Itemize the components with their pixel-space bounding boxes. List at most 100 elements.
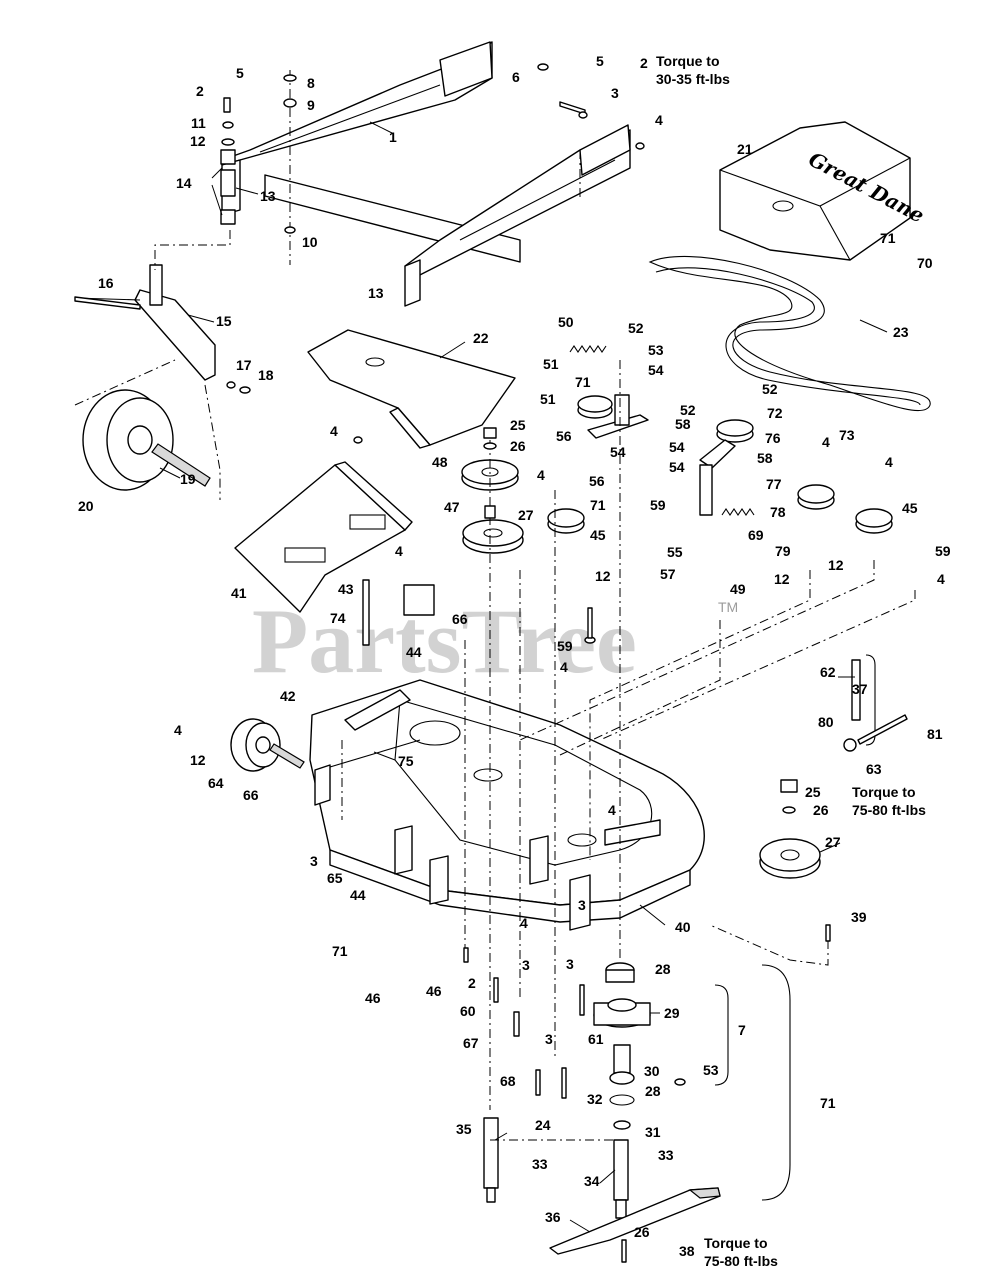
deck-cover: Great Dane [719, 121, 928, 261]
callout: 12 [595, 568, 611, 584]
callout: 52 [762, 381, 778, 397]
callout: 35 [456, 1121, 472, 1137]
callout: 47 [444, 499, 460, 515]
callout: 18 [258, 367, 274, 383]
callout: 81 [927, 726, 943, 742]
callout: 7 [738, 1022, 746, 1038]
callout: 32 [587, 1091, 603, 1107]
callout: 4 [822, 434, 830, 450]
callout: 33 [532, 1156, 548, 1172]
callout: 34 [584, 1173, 600, 1189]
callout: 56 [556, 428, 572, 444]
callout: 37 [852, 681, 868, 697]
callout: 3 [522, 957, 530, 973]
callout: 64 [208, 775, 224, 791]
callout: 3 [310, 853, 318, 869]
callout: 12 [190, 752, 206, 768]
callout: 67 [463, 1035, 479, 1051]
callout: 71 [575, 374, 591, 390]
callout: 39 [851, 909, 867, 925]
callout: 45 [902, 500, 918, 516]
callout: 8 [307, 75, 315, 91]
callout: 62 [820, 664, 836, 680]
callout: 12 [774, 571, 790, 587]
anti-scalp-wheel [230, 718, 305, 772]
callout: 65 [327, 870, 343, 886]
callout: 3 [566, 956, 574, 972]
callout: 26 [813, 802, 829, 818]
callout: 4 [655, 112, 663, 128]
callout: 51 [543, 356, 559, 372]
callout: 6 [512, 69, 520, 85]
callout: 27 [518, 507, 534, 523]
callout: 73 [839, 427, 855, 443]
callout: 46 [365, 990, 381, 1006]
spindle-assembly [593, 962, 651, 1219]
callout: 1 [389, 129, 397, 145]
callout: 38 [679, 1243, 695, 1259]
svg-text:Torque to: Torque to [656, 53, 720, 69]
callout: 21 [737, 141, 753, 157]
callout: 27 [825, 834, 841, 850]
torque-note-top: Torque to 30-35 ft-lbs [656, 53, 730, 87]
callout: 51 [540, 391, 556, 407]
callout: 71 [590, 497, 606, 513]
callout: 53 [648, 342, 664, 358]
callout: 4 [520, 915, 528, 931]
callout: 2 [468, 975, 476, 991]
callout: 26 [510, 438, 526, 454]
caster-wheel-front [82, 389, 211, 491]
callout: 52 [628, 320, 644, 336]
callout: 4 [937, 571, 945, 587]
callout: 61 [588, 1031, 604, 1047]
callout: 12 [828, 557, 844, 573]
callout: 14 [176, 175, 192, 191]
callout: 71 [880, 230, 896, 246]
callout: 52 [680, 402, 696, 418]
callout: 19 [180, 471, 196, 487]
callout: 15 [216, 313, 232, 329]
callout: 71 [820, 1095, 836, 1111]
callout: 30 [644, 1063, 660, 1079]
callout: 4 [330, 423, 338, 439]
callout: 45 [590, 527, 606, 543]
callout: 58 [675, 416, 691, 432]
callout: 20 [78, 498, 94, 514]
callout: 17 [236, 357, 252, 373]
spindle-shaft-left [483, 1117, 499, 1203]
callout: 4 [174, 722, 182, 738]
svg-text:30-35 ft-lbs: 30-35 ft-lbs [656, 71, 730, 87]
callout: 78 [770, 504, 786, 520]
callout: 3 [611, 85, 619, 101]
drive-belt [648, 255, 931, 412]
callout: 33 [658, 1147, 674, 1163]
callout: 24 [535, 1117, 551, 1133]
callout: 25 [805, 784, 821, 800]
callout: 72 [767, 405, 783, 421]
callout: 56 [589, 473, 605, 489]
callout: 70 [917, 255, 933, 271]
callout: 69 [748, 527, 764, 543]
callout: 22 [473, 330, 489, 346]
torque-note-bottom: Torque to 75-80 ft-lbs [704, 1235, 778, 1269]
callout: 59 [557, 638, 573, 654]
callout: 4 [395, 543, 403, 559]
callouts: 1 2 2 2 3 3 3 3 3 3 4 4 4 4 4 4 4 4 4 4 … [78, 53, 951, 1259]
callout: 36 [545, 1209, 561, 1225]
hardware [74, 63, 908, 1263]
callout: 66 [243, 787, 259, 803]
svg-text:Torque to: Torque to [852, 784, 916, 800]
callout: 75 [398, 753, 414, 769]
deck-hanger-frame [221, 41, 631, 307]
mower-blade [549, 1187, 721, 1255]
callout: 46 [426, 983, 442, 999]
idler-arms [587, 394, 736, 516]
mower-deck [309, 679, 705, 931]
callout: 29 [664, 1005, 680, 1021]
callout: 31 [645, 1124, 661, 1140]
callout: 3 [545, 1031, 553, 1047]
svg-text:75-80 ft-lbs: 75-80 ft-lbs [704, 1253, 778, 1269]
callout: 42 [280, 688, 296, 704]
belt-shield [307, 329, 516, 449]
